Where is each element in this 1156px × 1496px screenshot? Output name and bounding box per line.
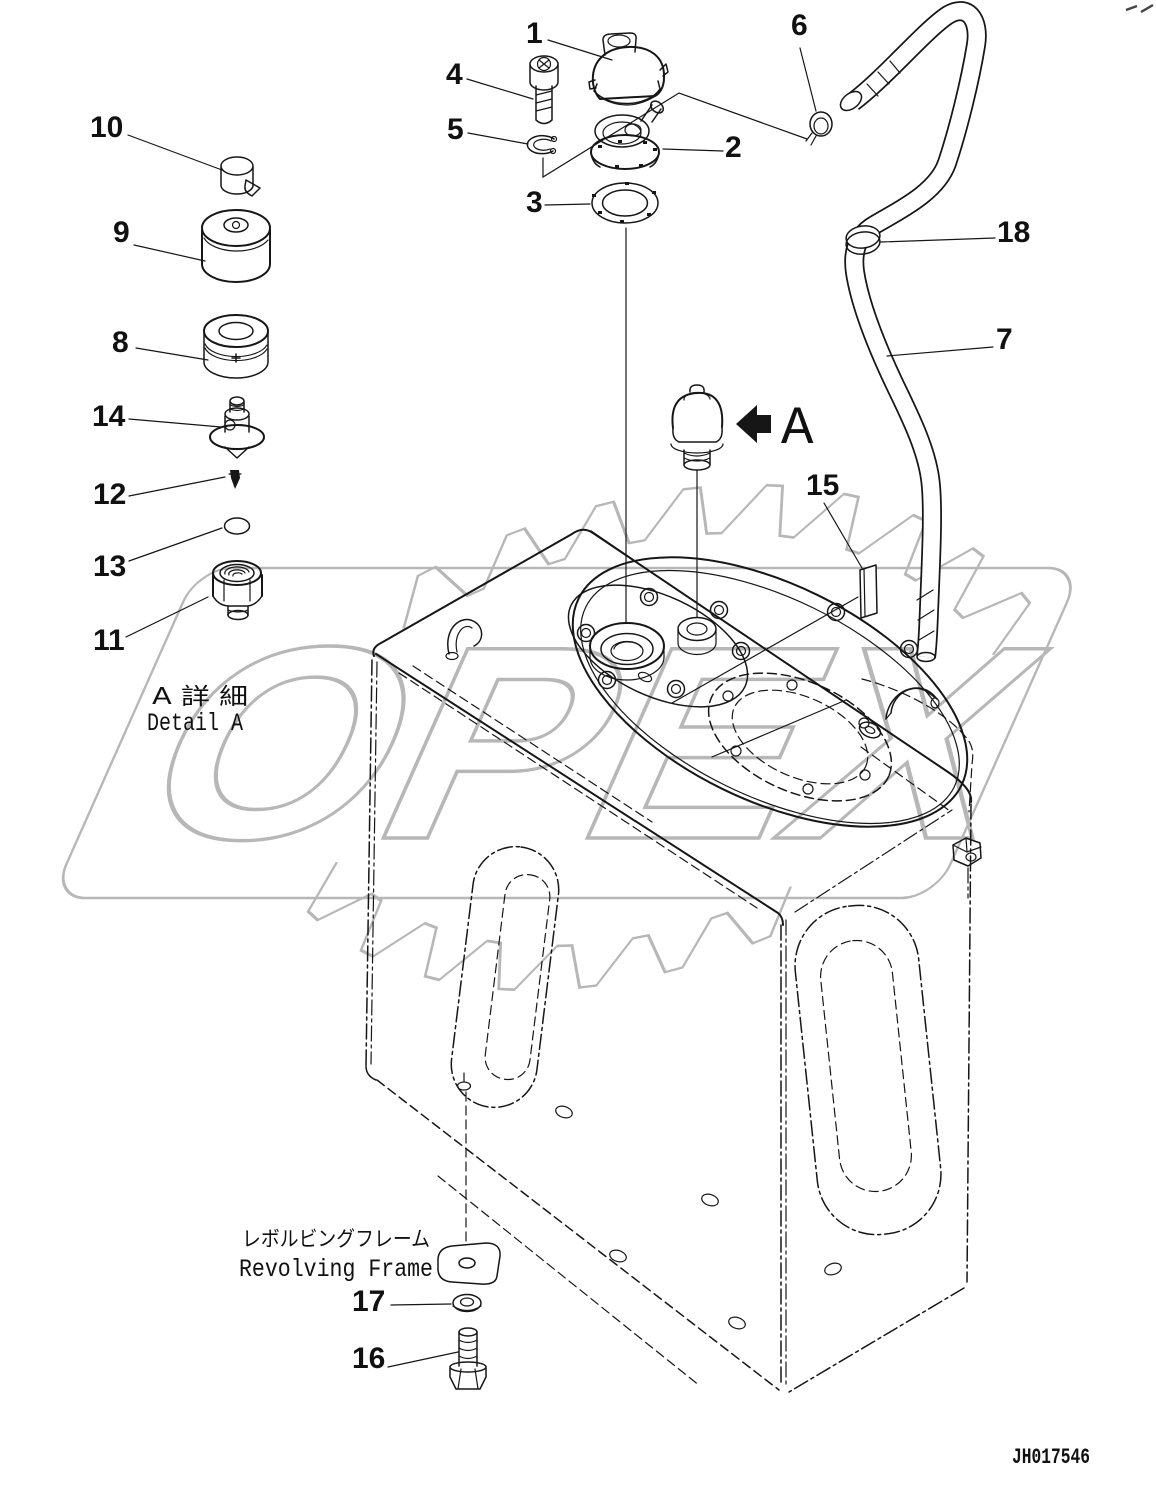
hose-clip <box>805 111 833 146</box>
section-view-arrow-icon <box>736 405 771 443</box>
filler-cap-assembly <box>526 32 833 623</box>
leader-line-3 <box>544 203 591 206</box>
right-wall-slot <box>794 904 942 1236</box>
attachment-chain-line <box>542 92 808 179</box>
callout-2: 2 <box>725 131 742 164</box>
seal-ring <box>203 314 269 379</box>
leader-lines <box>125 39 996 1368</box>
leader-line-15 <box>823 502 863 569</box>
breather-valve <box>670 384 724 618</box>
leader-line-18 <box>880 237 996 243</box>
leader-line-10 <box>127 134 223 171</box>
callout-13: 13 <box>93 550 126 583</box>
callout-15: 15 <box>806 469 839 502</box>
detail-label-ja: A 詳 細 <box>152 684 248 710</box>
callout-12: 12 <box>93 478 126 511</box>
mount-bolt <box>449 1327 487 1390</box>
callout-numbers: 1 2 3 4 5 6 7 8 9 10 11 12 13 14 15 16 1… <box>90 9 1030 1375</box>
gear-watermark-bottom-icon <box>306 862 793 992</box>
callout-9: 9 <box>113 216 130 249</box>
tank-top-plate <box>567 556 974 828</box>
revolving-frame-label-ja: レボルビングフレーム <box>242 1227 430 1251</box>
callout-8: 8 <box>112 326 129 359</box>
callout-18: 18 <box>997 216 1030 249</box>
page-corner-mark <box>1125 3 1154 14</box>
cap-nut <box>212 560 263 621</box>
revolving-frame-mount <box>437 1072 701 1390</box>
lifting-hook <box>445 618 483 661</box>
callout-7: 7 <box>996 323 1013 356</box>
leader-line-2 <box>662 148 724 152</box>
valve-needle <box>228 470 242 489</box>
filler-neck <box>589 622 665 681</box>
grab-handle <box>885 687 940 720</box>
plate-bolts <box>576 587 919 699</box>
callout-3: 3 <box>526 186 543 219</box>
leader-line-1 <box>547 39 613 61</box>
snap-ring <box>526 134 558 155</box>
washer-part <box>452 1293 482 1313</box>
leader-line-12 <box>128 476 226 497</box>
leader-line-11 <box>125 596 209 638</box>
leader-line-16 <box>387 1351 459 1368</box>
callout-11: 11 <box>93 624 125 657</box>
leader-line-5 <box>467 132 529 145</box>
callout-5: 5 <box>447 113 464 146</box>
callout-1: 1 <box>526 17 543 50</box>
mount-holes <box>555 1105 842 1330</box>
callout-17: 17 <box>352 1285 385 1318</box>
left-wall-slot <box>450 845 560 1109</box>
filler-cap <box>588 32 669 106</box>
gasket-ring <box>591 182 659 224</box>
callout-16: 16 <box>352 1342 385 1375</box>
valve-assembly <box>209 396 265 459</box>
hose-clamp <box>845 225 881 255</box>
section-view-letter: A <box>781 399 814 460</box>
small-cap <box>220 156 261 197</box>
gear-watermark-top-icon <box>402 483 1032 656</box>
leader-line-6 <box>799 47 817 112</box>
breather-parts-column <box>201 156 271 621</box>
leader-line-17 <box>390 1303 452 1306</box>
drawing-code: JH017546 <box>1012 1445 1090 1470</box>
watermark-frame <box>61 566 1072 900</box>
leader-line-8 <box>135 347 209 361</box>
revolving-frame-plate <box>437 1242 501 1285</box>
hydraulic-tank <box>365 528 982 1393</box>
callout-14: 14 <box>92 400 126 433</box>
callout-6: 6 <box>791 9 808 42</box>
shim-plate <box>671 564 878 704</box>
callout-4: 4 <box>446 58 463 91</box>
callout-10: 10 <box>90 111 123 144</box>
leader-line-7 <box>886 346 994 357</box>
cap-base <box>590 100 665 170</box>
cup-cylinder <box>201 209 271 283</box>
leader-line-14 <box>128 418 222 428</box>
side-bracket <box>952 837 982 899</box>
detail-label-en: Detail A <box>147 709 243 738</box>
socket-bolt <box>529 55 559 125</box>
o-ring <box>223 517 251 535</box>
leader-line-13 <box>128 527 223 562</box>
drain-hose <box>839 1 987 663</box>
leader-line-4 <box>466 78 534 100</box>
leader-line-9 <box>133 244 206 262</box>
cleanout-cover-opening <box>707 672 893 802</box>
revolving-frame-label-en: Revolving Frame <box>239 1255 433 1284</box>
